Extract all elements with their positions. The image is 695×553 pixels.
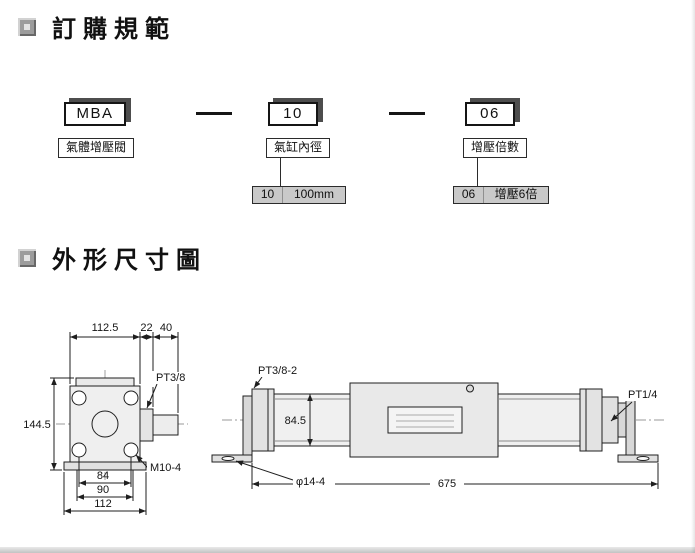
front-view [56, 370, 188, 480]
section-bullet-inner [24, 23, 30, 30]
ratio-detail-row: 06 增壓6倍 [453, 186, 549, 204]
label-mask [147, 462, 189, 474]
label-mask [625, 389, 663, 401]
dim-label-base-width: 112 [94, 498, 112, 510]
port-label-right: PT1/4 [628, 389, 657, 401]
ratio-detail-code: 06 [454, 187, 484, 203]
section-header-ordering: 訂購規範 [18, 9, 176, 44]
foot-hole-label: φ14-4 [296, 476, 325, 488]
page-edge-shadow-bottom [0, 547, 695, 553]
connector-line-ratio [477, 158, 478, 186]
left-foot-plate [242, 395, 253, 456]
front-top-plate [75, 377, 135, 387]
code-label-ratio: 增壓倍數 [463, 138, 527, 158]
code-box-ratio: 06 [465, 102, 515, 126]
ports-label-top: PT3/8-2 [258, 365, 297, 377]
port-label-front: PT3/8 [156, 372, 185, 384]
dim-label-port-length: 40 [160, 322, 172, 334]
leader-port-right [610, 401, 633, 422]
dim-label-width-top: 112.5 [92, 322, 119, 334]
dimension-drawing: 112.5 22 40 144.5 PT3/8 M10-4 84 90 112 … [23, 322, 665, 515]
dim-label-slot-pitch: 90 [97, 484, 109, 496]
code-model-text: MBA [76, 105, 114, 122]
dim-label-side-height: 84.5 [285, 415, 306, 427]
right-foot-plate [625, 395, 636, 456]
code-label-bore: 氣缸內徑 [266, 138, 330, 158]
leader-ports-top [253, 376, 263, 389]
nameplate [387, 406, 463, 434]
bore-detail-value: 100mm [293, 187, 334, 201]
bolt-hole [71, 442, 87, 458]
section-bullet-inner [24, 254, 30, 261]
code-separator-dash [389, 112, 425, 115]
port-body [152, 414, 179, 436]
bolt-label: M10-4 [150, 462, 181, 474]
leader-foot-hole [235, 460, 294, 481]
bolt-hole [123, 390, 139, 406]
leader-port-front [146, 383, 158, 409]
section-bullet-icon [18, 17, 36, 36]
bore-detail-row: 10 100mm [252, 186, 346, 204]
code-box-bore: 10 [268, 102, 318, 126]
bolt-hole [123, 442, 139, 458]
drawing-labels: 112.5 22 40 144.5 PT3/8 M10-4 84 90 112 … [23, 322, 663, 510]
code-bore-text: 10 [283, 105, 303, 122]
side-view-dimensions [235, 376, 659, 489]
dim-label-length: 675 [438, 478, 456, 490]
code-box-model: MBA [64, 102, 126, 126]
code-ratio-text: 06 [480, 105, 500, 122]
section-bullet-icon [18, 248, 36, 267]
left-end-cap [251, 388, 275, 452]
bolt-hole [71, 390, 87, 406]
right-foot-hole [636, 456, 650, 461]
screw-head [466, 384, 474, 393]
right-end-cap [579, 388, 603, 452]
code-separator-dash [196, 112, 232, 115]
section-title-dimensions: 外形尺寸圖 [52, 247, 207, 274]
connector-line-bore [280, 158, 281, 186]
label-mask [153, 372, 191, 384]
label-mask [255, 365, 305, 377]
page-edge-shadow-right [691, 0, 695, 553]
dim-label-step: 22 [140, 322, 152, 334]
ratio-detail-value: 增壓6倍 [494, 187, 538, 201]
side-view [211, 382, 665, 463]
left-foot-hole [221, 456, 235, 461]
dim-label-height: 144.5 [23, 419, 51, 431]
front-view-dimensions [50, 332, 179, 515]
section-title-ordering: 訂購規範 [52, 16, 176, 43]
right-extension [601, 396, 619, 444]
leader-bolt [135, 454, 149, 469]
dim-label-bolt-pitch: 84 [97, 470, 109, 482]
bore-detail-code: 10 [253, 187, 283, 203]
cylinder-tube-right [497, 393, 581, 447]
center-bore [91, 410, 119, 438]
section-header-dimensions: 外形尺寸圖 [18, 240, 207, 275]
port-collar [139, 408, 154, 442]
front-base-plate [63, 461, 147, 471]
label-mask [293, 476, 335, 488]
code-label-model: 氣體增壓閥 [58, 138, 134, 158]
